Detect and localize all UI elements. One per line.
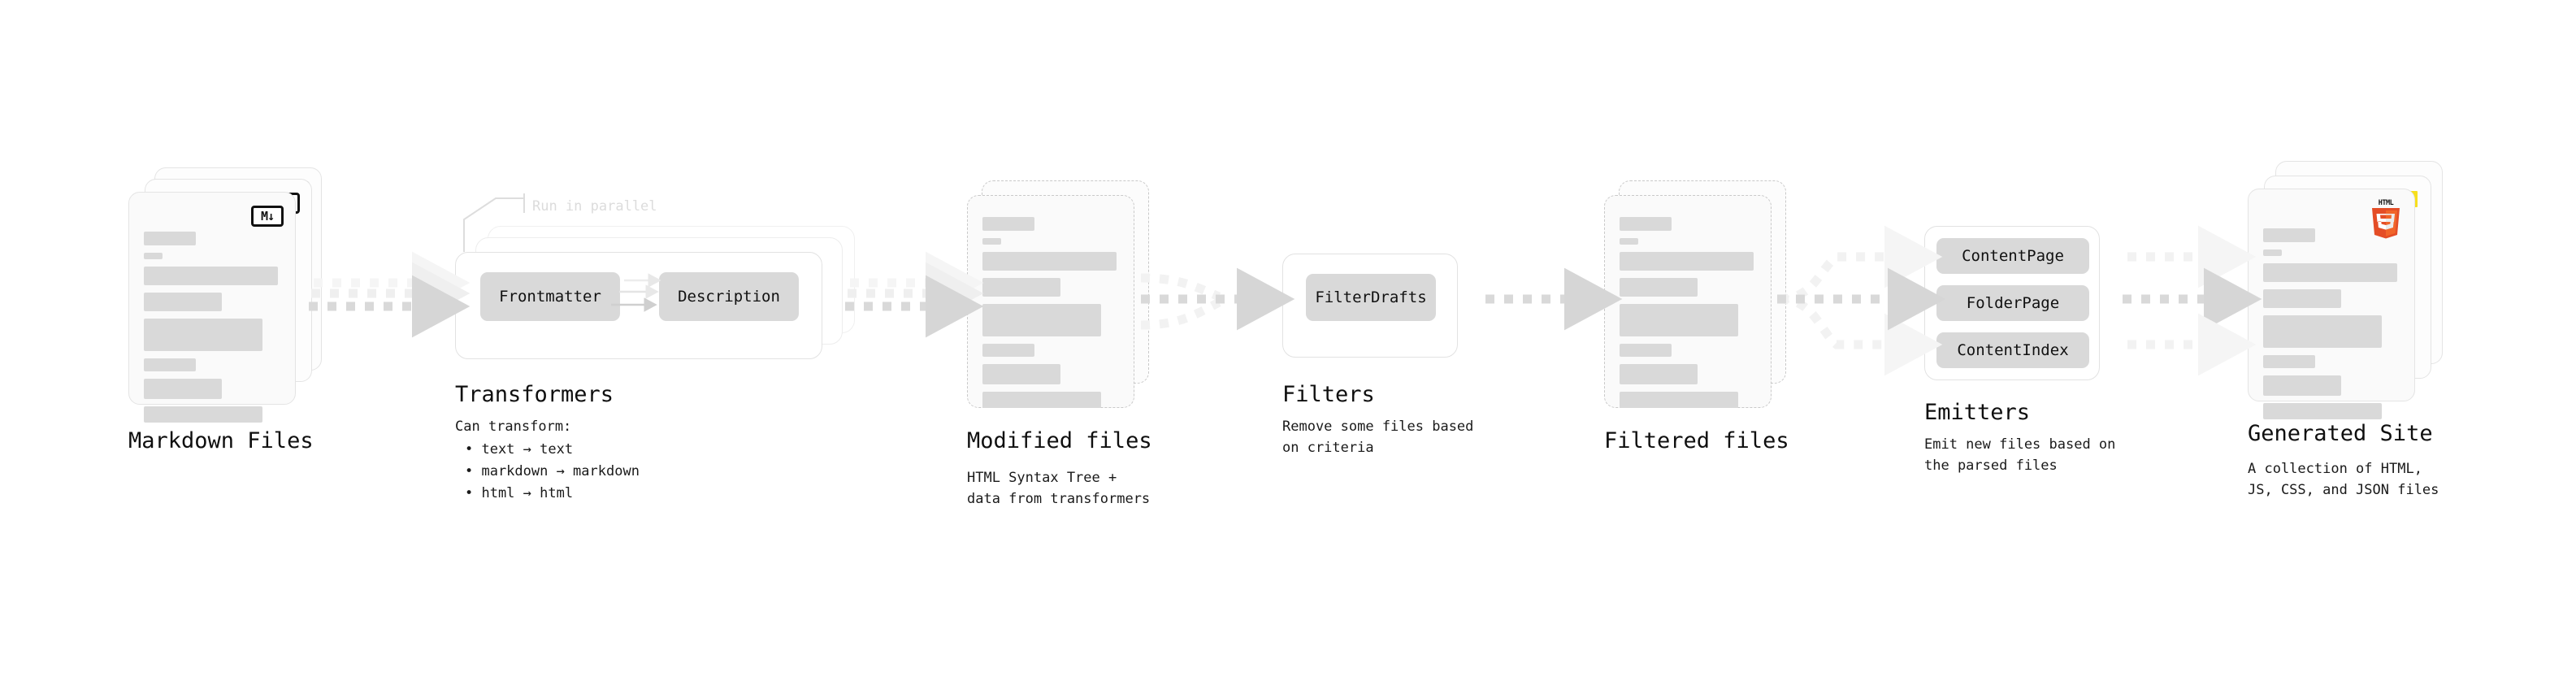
doc-bar [2263, 375, 2341, 396]
generated-site-description: A collection of HTML, JS, CSS, and JSON … [2248, 461, 2439, 498]
doc-bar [982, 364, 1060, 384]
doc-bar [2263, 403, 2382, 419]
doc-bar [144, 267, 278, 285]
stage-title-generated-site: Generated Site [2248, 421, 2433, 446]
connector-filtered-to-emitters [1777, 225, 1946, 376]
doc-body [1620, 217, 1756, 408]
emitter-chip-contentpage[interactable]: ContentPage [1936, 238, 2089, 274]
doc-bar [982, 304, 1101, 336]
transformers-bullet-2: • html → html [465, 485, 574, 501]
doc-bar [982, 344, 1034, 357]
doc-bar [982, 392, 1101, 408]
doc-bar [2263, 249, 2282, 256]
emitter-chip-contentindex[interactable]: ContentIndex [1936, 332, 2089, 368]
doc-bar [1620, 238, 1638, 245]
connector-transformers-to-modified [845, 251, 984, 338]
doc-bar [144, 293, 222, 311]
doc-bar [982, 278, 1060, 297]
connector-markdown-to-transformers [309, 251, 471, 338]
run-in-parallel-label: Run in parallel [532, 198, 657, 215]
modified-sheet-front[interactable] [967, 195, 1134, 408]
doc-body [982, 217, 1119, 408]
transformers-bullet-1: • markdown → markdown [465, 463, 640, 479]
doc-bar [982, 252, 1117, 271]
doc-bar [982, 217, 1034, 231]
doc-bar [144, 253, 163, 259]
transformer-chip-description[interactable]: Description [659, 272, 799, 321]
doc-body [144, 232, 280, 423]
stage-title-transformers: Transformers [455, 382, 614, 407]
doc-bar [1620, 217, 1672, 231]
stage-title-modified-files: Modified files [967, 428, 1152, 453]
doc-body [2263, 228, 2400, 419]
filter-chip-filterdrafts[interactable]: FilterDrafts [1306, 274, 1436, 321]
filters-description: Remove some files based on criteria [1282, 419, 1474, 456]
stage-title-emitters: Emitters [1924, 400, 2031, 425]
doc-bar [144, 358, 196, 371]
doc-bar [1620, 304, 1738, 336]
markdown-sheet-front[interactable]: M↓ [128, 192, 296, 423]
doc-bar [144, 232, 196, 245]
transformers-bullet-0: • text → text [465, 441, 574, 458]
doc-bar [144, 319, 262, 351]
doc-bar [2263, 289, 2341, 308]
markdown-icon: M↓ [251, 206, 284, 227]
emitter-chip-folderpage[interactable]: FolderPage [1936, 285, 2089, 321]
filtered-sheet-front[interactable] [1604, 195, 1772, 408]
doc-bar [2263, 315, 2382, 348]
doc-bar [1620, 252, 1754, 271]
stage-title-markdown-files: Markdown Files [128, 428, 314, 453]
doc-bar [2263, 263, 2397, 282]
doc-bar [2263, 355, 2315, 368]
doc-bar [1620, 278, 1698, 297]
doc-bar [1620, 344, 1672, 357]
doc-bar [2263, 228, 2315, 242]
site-sheet-front[interactable]: HTML [2248, 189, 2415, 419]
emitters-description: Emit new files based on the parsed files [1924, 436, 2116, 474]
doc-bar [144, 406, 262, 423]
stage-title-filters: Filters [1282, 382, 1375, 407]
transformer-chip-frontmatter[interactable]: Frontmatter [480, 272, 620, 321]
filters-card[interactable]: FilterDrafts [1282, 254, 1458, 358]
stage-title-filtered-files: Filtered files [1604, 428, 1789, 453]
doc-bar [144, 379, 222, 399]
emitters-card[interactable]: ContentPage FolderPage ContentIndex [1924, 226, 2100, 380]
transformers-description: Can transform: [455, 419, 572, 435]
modified-files-description: HTML Syntax Tree + data from transformer… [967, 470, 1151, 507]
connector-emitters-to-site [2123, 225, 2262, 376]
doc-bar [1620, 392, 1738, 408]
html5-icon: HTML [2367, 197, 2405, 240]
connector-modified-to-filters [1140, 267, 1295, 331]
transformer-card-front[interactable]: Frontmatter Description [455, 252, 822, 359]
doc-bar [1620, 364, 1698, 384]
doc-bar [982, 238, 1001, 245]
svg-text:HTML: HTML [2379, 199, 2394, 207]
